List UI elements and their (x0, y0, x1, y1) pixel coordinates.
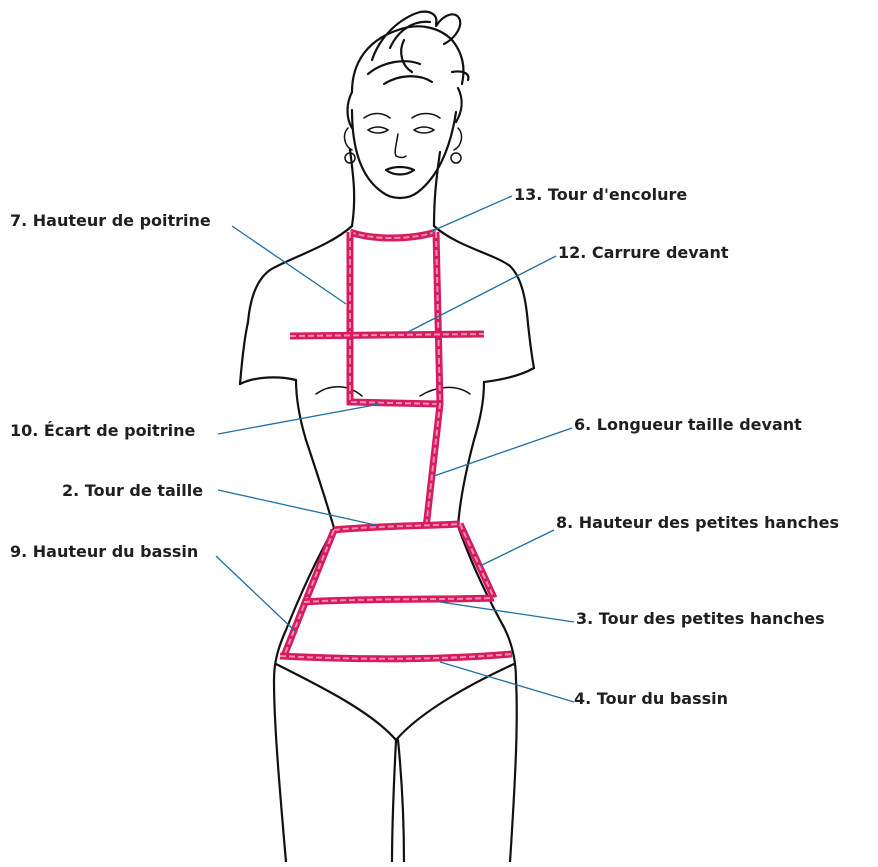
tape-tour-petites-hanches (304, 598, 494, 602)
figure-outline (240, 12, 534, 862)
leader-2 (218, 490, 380, 526)
tape-hauteur-petites-hanches (284, 524, 494, 656)
leader-12 (408, 256, 556, 332)
leader-6 (434, 428, 572, 476)
neck (350, 150, 440, 226)
leader-9 (216, 556, 296, 632)
torso (240, 226, 534, 862)
leader-7 (232, 226, 346, 304)
label-tour-bassin: 4. Tour du bassin (574, 689, 728, 708)
label-tour-petites-hanches: 3. Tour des petites hanches (576, 609, 825, 628)
labels: 13. Tour d'encolure 7. Hauteur de poitri… (10, 185, 839, 708)
leader-lines (216, 196, 574, 702)
leader-8 (480, 530, 554, 566)
tape-tour-taille (334, 524, 460, 530)
tape-hauteur-poitrine (350, 232, 440, 404)
label-ecart-poitrine: 10. Écart de poitrine (10, 421, 195, 440)
leader-3 (440, 602, 574, 622)
leader-13 (430, 196, 512, 232)
label-hauteur-petites-hanches: 8. Hauteur des petites hanches (556, 513, 839, 532)
label-hauteur-poitrine: 7. Hauteur de poitrine (10, 211, 211, 230)
tape-longueur-taille-devant (426, 232, 440, 528)
label-longueur-taille-devant: 6. Longueur taille devant (574, 415, 802, 434)
face (345, 110, 462, 198)
tape-tour-encolure (350, 232, 436, 238)
label-carrure-devant: 12. Carrure devant (558, 243, 729, 262)
hair-strokes (348, 12, 469, 128)
tape-carrure-devant (290, 334, 484, 336)
tape-tour-bassin (280, 654, 512, 659)
label-hauteur-bassin: 9. Hauteur du bassin (10, 542, 198, 561)
label-tour-encolure: 13. Tour d'encolure (514, 185, 687, 204)
label-tour-taille: 2. Tour de taille (62, 481, 203, 500)
